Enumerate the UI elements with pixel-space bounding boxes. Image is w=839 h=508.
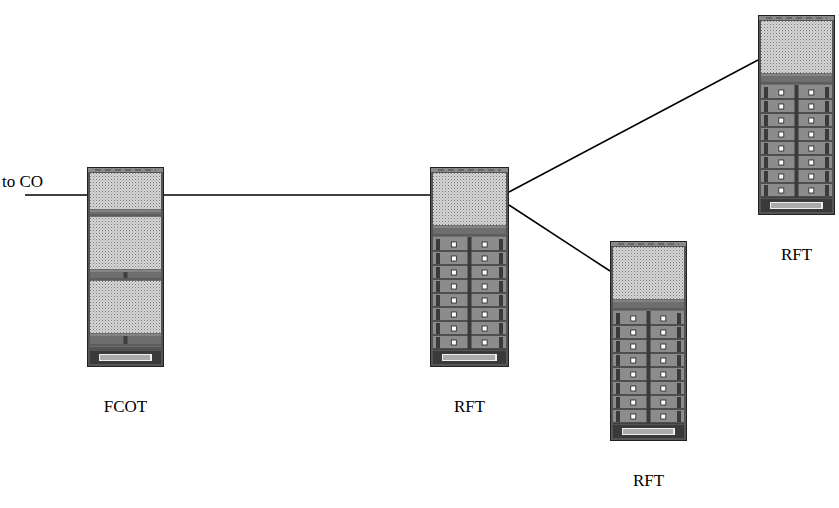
fiber-link: [509, 205, 610, 271]
equipment-cabinet: RFT: [430, 167, 509, 417]
equipment-cabinet: FCOT: [87, 167, 164, 417]
cabinet-label: FCOT: [83, 397, 168, 417]
cabinet-illustration: [758, 15, 835, 215]
fiber-link: [164, 195, 430, 196]
cabinet-label: RFT: [754, 245, 839, 265]
cabinet-illustration: [430, 167, 509, 367]
cabinet-label: RFT: [606, 471, 691, 491]
cabinet-label: RFT: [426, 397, 513, 417]
co-feed-line: [25, 194, 87, 196]
cabinet-illustration: [87, 167, 164, 367]
fiber-link: [509, 60, 758, 192]
cabinet-illustration: [610, 241, 687, 441]
equipment-cabinet: RFT: [610, 241, 687, 491]
equipment-cabinet: RFT: [758, 15, 835, 265]
line-label: to CO: [2, 172, 43, 192]
